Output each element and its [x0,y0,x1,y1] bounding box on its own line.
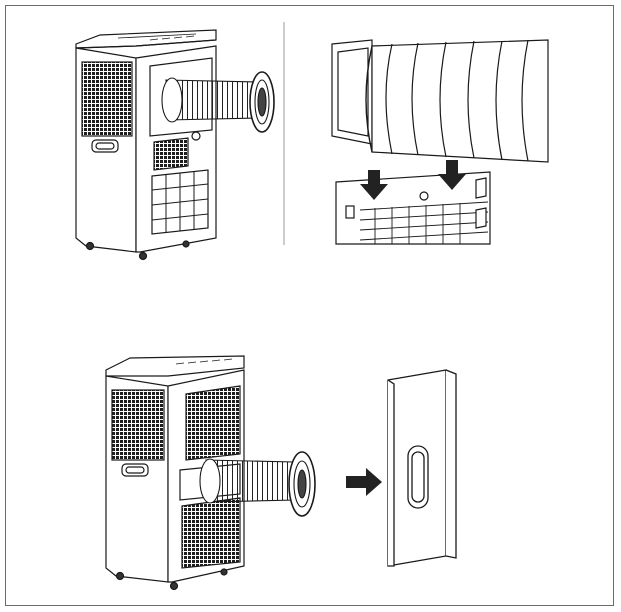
arrow-down-icon [360,160,466,200]
window-slider-panel [387,369,457,567]
adapter-detail [331,39,549,245]
ac-unit-top-left [75,29,217,261]
arrow-right-icon [346,468,382,496]
exhaust-hose-top-left [161,71,275,133]
figure-frame [5,5,614,606]
exhaust-hose-bottom [199,451,316,517]
